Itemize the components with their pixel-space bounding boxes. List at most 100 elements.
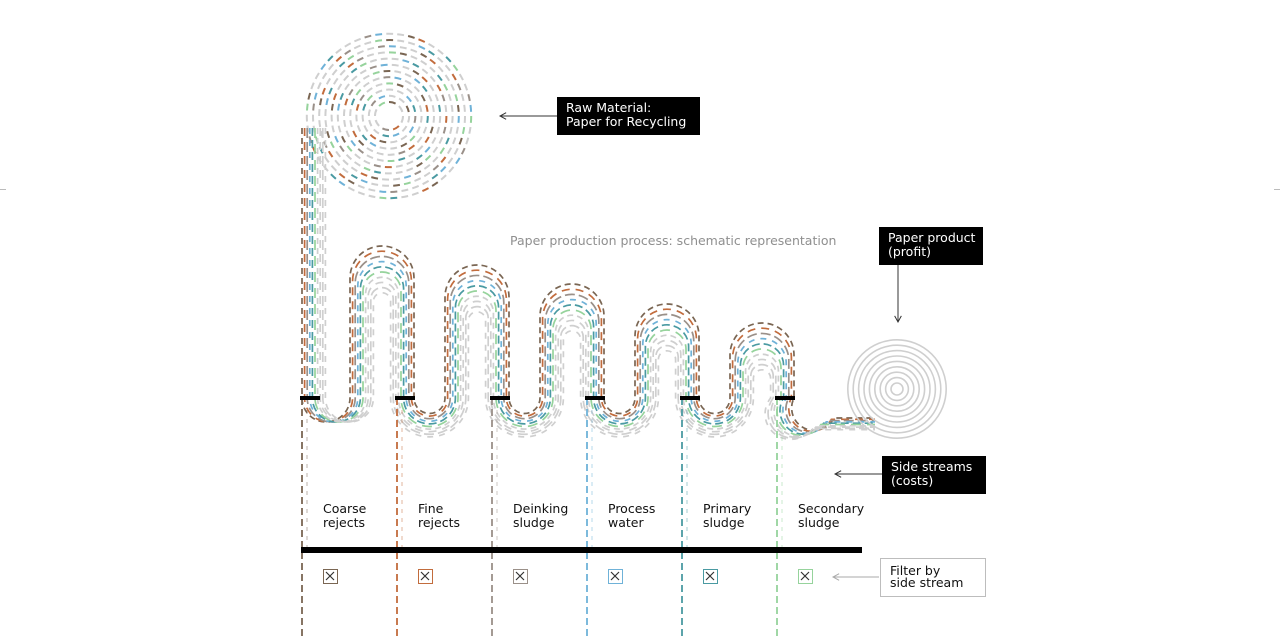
fibre-dash	[425, 104, 429, 112]
fibre-dash	[329, 141, 335, 149]
paper-product-roll	[846, 338, 947, 439]
fibre-dash	[398, 150, 406, 155]
fibre-dash	[339, 69, 346, 76]
filter-checkbox-secondary[interactable]	[798, 569, 813, 584]
fibre-dash	[429, 58, 436, 65]
fibre-dash	[436, 74, 443, 82]
fibre-dash	[406, 167, 414, 172]
stream-label-line1: Fine	[418, 501, 444, 516]
fibre-dash	[463, 83, 469, 91]
fibre-dash	[388, 100, 397, 105]
side-stream-lines	[301, 398, 783, 640]
fibre-dash	[368, 188, 376, 192]
fibre-dash	[327, 150, 334, 158]
fibre-dash	[407, 35, 415, 39]
right-edge-tick	[1274, 189, 1280, 190]
fibre-dash	[420, 52, 428, 59]
fibre-dash	[325, 98, 329, 106]
fibre-dash	[431, 137, 437, 145]
fibre-dash	[396, 89, 404, 95]
fibre-dash	[337, 125, 342, 133]
fibre-dash	[391, 63, 399, 67]
raw-material-line1: Raw Material:	[566, 100, 652, 115]
fibre-dash	[436, 84, 442, 92]
fibre-dash	[324, 120, 328, 128]
fibre-dash	[364, 34, 372, 39]
fibre-dash	[398, 105, 404, 113]
fibre-lane	[303, 128, 875, 433]
fibre-dash	[350, 166, 358, 172]
fibre-dash	[416, 154, 423, 160]
filter-checkbox-deinking[interactable]	[513, 569, 528, 584]
fibre-dash	[388, 94, 396, 98]
fibre-dash	[468, 126, 472, 134]
fibre-dash	[350, 67, 358, 74]
fibre-lane	[324, 128, 875, 441]
fibre-dash	[414, 78, 421, 84]
product-ring	[852, 344, 942, 434]
fibre-dash	[373, 128, 380, 135]
checkbox-check-icon	[610, 571, 620, 581]
fibre-dash	[393, 183, 401, 187]
fibre-dash	[455, 157, 461, 165]
fibre-dash	[450, 83, 455, 91]
fibre-dash	[432, 146, 439, 154]
fibre-dash	[369, 133, 377, 140]
fibre-dash	[419, 115, 423, 123]
checkbox-check-icon	[800, 571, 810, 581]
fibre-dash	[377, 45, 385, 49]
fibre-dash	[432, 156, 439, 163]
fibre-dash	[417, 145, 424, 152]
stream-label-line2: water	[608, 515, 644, 530]
fibre-dash	[395, 164, 403, 168]
fibre-dash	[364, 41, 372, 46]
checkbox-check-icon	[420, 571, 430, 581]
filter-checkbox-water[interactable]	[608, 569, 623, 584]
fibre-dash	[371, 182, 379, 186]
fibre-dash	[344, 49, 352, 56]
fibre-dash	[344, 83, 350, 91]
filter-checkbox-primary[interactable]	[703, 569, 718, 584]
filter-by-side-stream-label: Filter by side stream	[880, 558, 986, 597]
fibre-dash	[438, 104, 441, 112]
process-flow	[301, 128, 875, 441]
fibre-dash	[353, 44, 361, 50]
stream-label-deinking: Deinking sludge	[513, 502, 568, 530]
fibre-dash	[451, 73, 457, 81]
product-ring	[873, 365, 920, 412]
fibre-dash	[366, 53, 375, 58]
fibre-dash	[407, 41, 416, 46]
fibre-dash	[452, 64, 459, 72]
fibre-dash	[406, 95, 412, 103]
fibre-lane	[306, 128, 875, 434]
fibre-dash	[353, 37, 362, 43]
filter-checkbox-coarse[interactable]	[323, 569, 338, 584]
x-mark	[705, 571, 715, 581]
fibre-dash	[398, 97, 405, 104]
fibre-dash	[380, 57, 388, 61]
filter-arrow-head	[831, 573, 840, 581]
fibre-dash	[355, 103, 360, 111]
fibre-dash	[380, 63, 388, 67]
fibre-dash	[421, 85, 428, 93]
fibre-lane	[321, 128, 875, 440]
fibre-dash	[327, 55, 334, 62]
fibre-dash	[328, 63, 335, 71]
fibre-dash	[434, 94, 439, 102]
fibre-dash	[366, 154, 374, 160]
filter-checkbox-fine[interactable]	[418, 569, 433, 584]
fibre-dash	[402, 59, 410, 64]
fibre-dash	[312, 103, 315, 111]
fibre-dash	[366, 147, 374, 153]
fibre-dash	[341, 135, 346, 143]
fibre-dash	[416, 126, 421, 134]
fibre-dash	[362, 103, 367, 111]
fibre-dash	[308, 136, 313, 144]
fibre-dash	[314, 72, 320, 80]
stream-label-line1: Process	[608, 501, 656, 516]
fibre-dash	[321, 87, 326, 95]
fibre-dash	[409, 135, 416, 142]
fibre-dash	[349, 109, 352, 117]
fibre-dash	[316, 156, 323, 164]
fibre-dash	[362, 74, 370, 80]
